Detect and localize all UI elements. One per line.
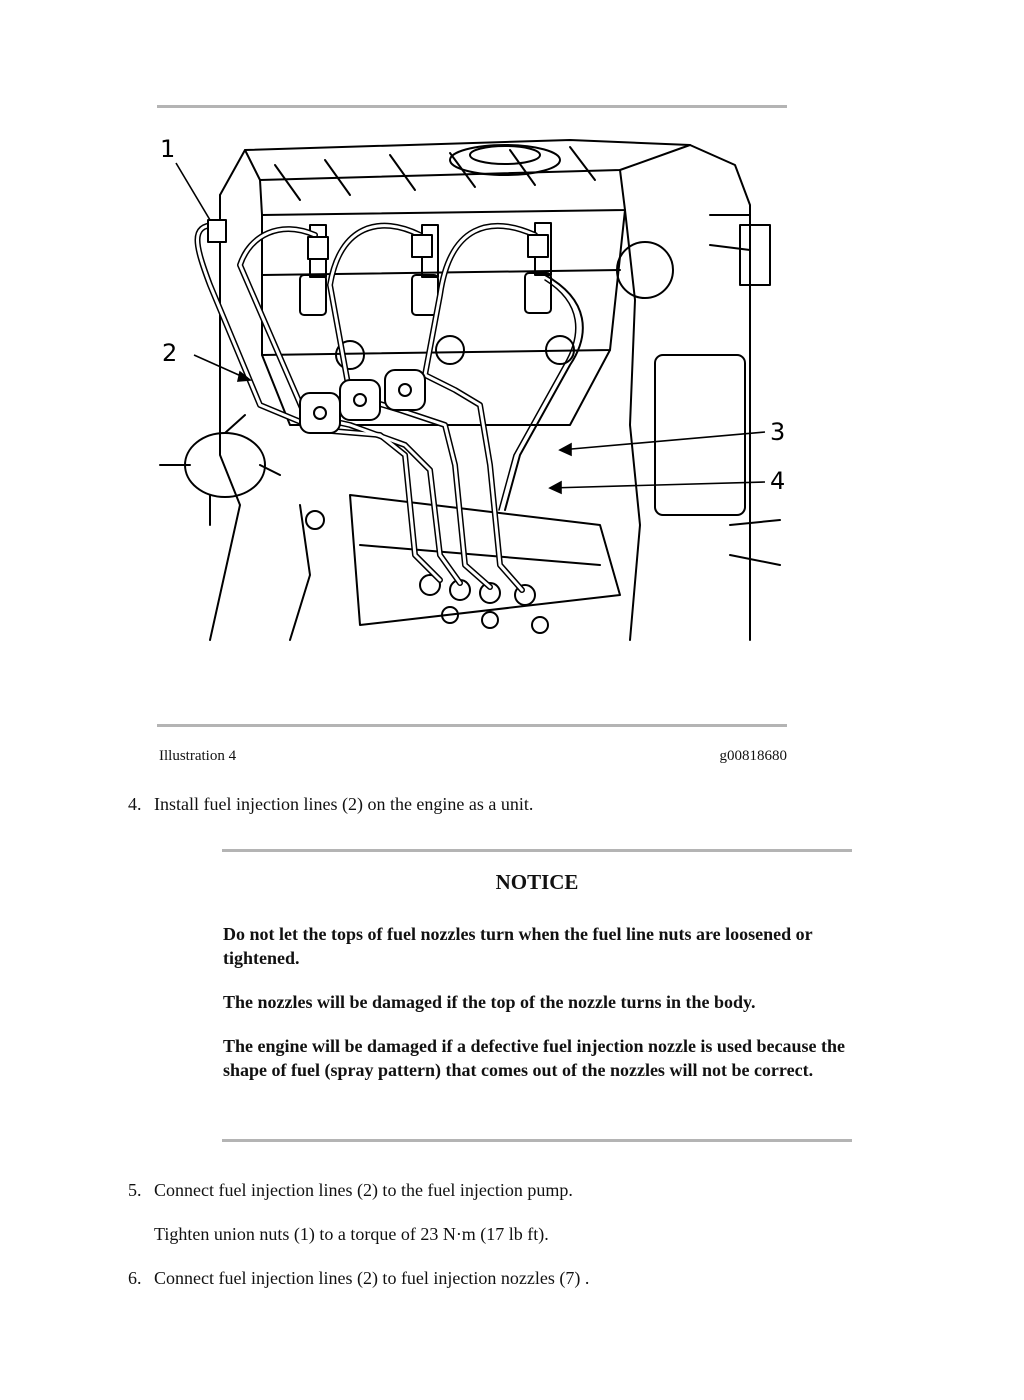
step-text: Connect fuel injection lines (2) to fuel… <box>154 1268 590 1288</box>
engine-fuel-lines-illustration: 1 2 3 4 <box>150 125 790 665</box>
step-text: Install fuel injection lines (2) on the … <box>154 794 534 814</box>
step-text: Connect fuel injection lines (2) to the … <box>154 1180 573 1200</box>
illustration-caption: Illustration 4 <box>159 748 237 764</box>
step-number: 6. <box>128 1268 142 1288</box>
notice-paragraph: The nozzles will be damaged if the top o… <box>223 992 756 1012</box>
figure-bottom-rule <box>157 724 787 727</box>
notice-paragraph: Do not let the tops of fuel nozzles turn… <box>223 924 813 968</box>
figure-top-rule <box>157 105 787 108</box>
notice-bottom-rule <box>222 1139 852 1142</box>
step-number: 5. <box>128 1180 142 1200</box>
step-6: 6. Connect fuel injection lines (2) to fu… <box>128 1268 589 1289</box>
notice-title: NOTICE <box>495 870 579 894</box>
callout-2: 2 <box>162 339 177 367</box>
notice-paragraph: The engine will be damaged if a defectiv… <box>223 1036 845 1080</box>
illustration-id: g00818680 <box>719 748 788 764</box>
step-5: 5. Connect fuel injection lines (2) to th… <box>128 1180 573 1201</box>
notice-top-rule <box>222 849 852 852</box>
torque-specification: Tighten union nuts (1) to a torque of 23… <box>154 1224 549 1244</box>
callout-3: 3 <box>770 418 785 446</box>
callout-4: 4 <box>770 467 785 495</box>
step-number: 4. <box>128 794 142 814</box>
step-4: 4. Install fuel injection lines (2) on th… <box>128 794 533 815</box>
callout-1: 1 <box>160 135 175 163</box>
